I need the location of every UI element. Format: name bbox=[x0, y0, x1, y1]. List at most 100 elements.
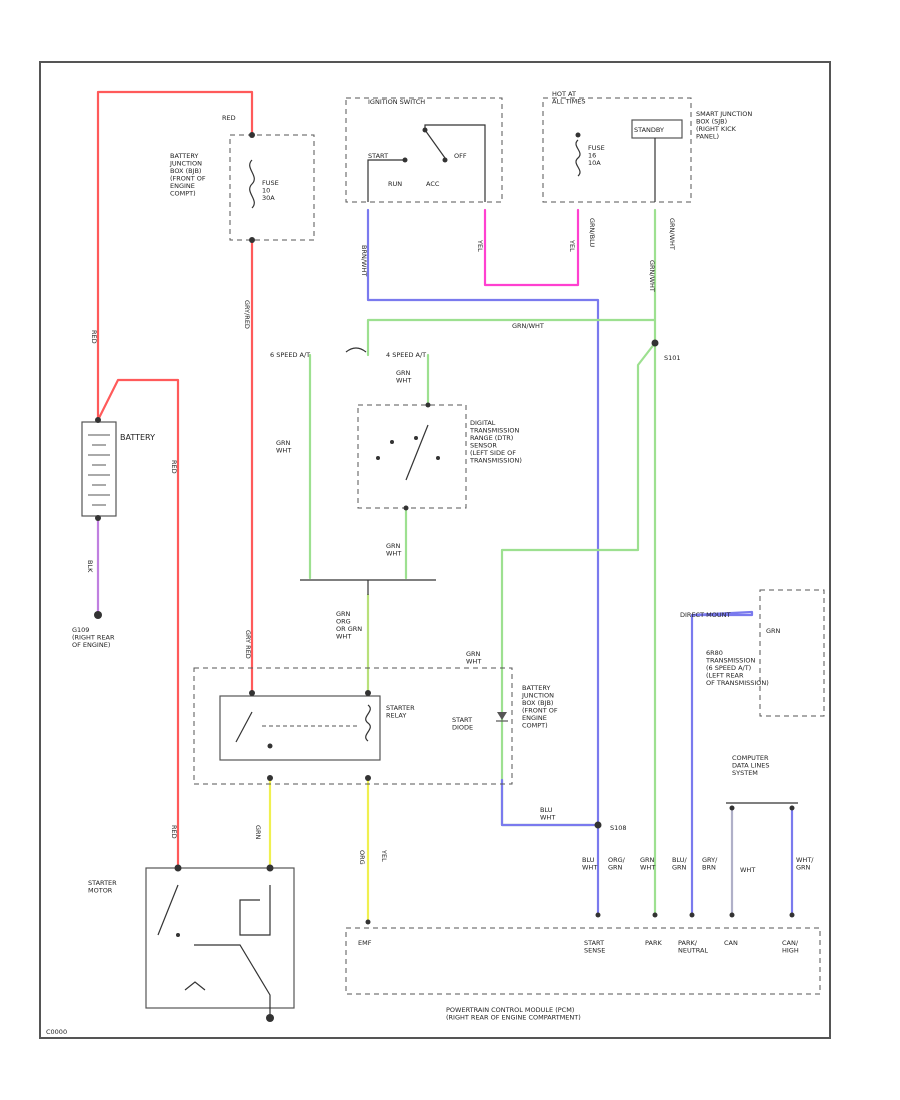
text-line: EMF bbox=[358, 939, 372, 947]
text-line: ALL TIMES bbox=[552, 97, 585, 105]
text-line: STARTER bbox=[386, 704, 415, 712]
text-line: COMPT) bbox=[522, 721, 548, 729]
text-line: SMART JUNCTION bbox=[696, 110, 752, 118]
bjb-top-box bbox=[229, 134, 315, 241]
sjb-wire-2-label: GRN/BLU bbox=[588, 218, 596, 247]
relay-switch-arm bbox=[235, 711, 253, 743]
battery-negative-dot bbox=[95, 515, 101, 521]
can-low-dot bbox=[729, 805, 735, 811]
pcm-pin-7-label: WHT/GRN bbox=[796, 856, 814, 871]
text-line: BATTERY bbox=[522, 684, 550, 692]
pcm-label: POWERTRAIN CONTROL MODULE (PCM)(RIGHT RE… bbox=[446, 1006, 581, 1021]
text-line: TRANSMISSION bbox=[469, 426, 519, 434]
text-line: (FRONT OF bbox=[522, 706, 558, 714]
bjb-fuse-wire-label: GRY/RED bbox=[243, 300, 251, 329]
text-line: WHT bbox=[540, 813, 555, 821]
text-line: HOT AT bbox=[552, 90, 576, 98]
text-line: CAN bbox=[724, 939, 738, 947]
text-line: SENSE bbox=[584, 946, 605, 954]
starter-relay-box bbox=[219, 695, 381, 761]
ign-off-label: OFF bbox=[454, 152, 467, 160]
relay-ctrl-dot bbox=[365, 690, 371, 696]
text-line: 6R80 bbox=[706, 649, 723, 657]
text-line: BOX (SJB) bbox=[696, 117, 727, 125]
s101-splice: S101 GRN/WHT bbox=[512, 322, 681, 362]
dtr-arm bbox=[405, 424, 429, 481]
pcm-term-1-label: EMF bbox=[358, 939, 372, 947]
dtr-contact-2 bbox=[390, 440, 394, 444]
wires bbox=[96, 90, 794, 924]
text-line: OR GRN bbox=[336, 625, 362, 633]
text-line: GRN bbox=[466, 650, 481, 658]
pcm-wire-1-label: YEL bbox=[380, 849, 388, 862]
text-line: TRANSMISSION bbox=[705, 656, 755, 664]
starter-switch-contact bbox=[176, 933, 180, 937]
s101-dot bbox=[651, 339, 659, 347]
text-line: (LEFT SIDE OF bbox=[470, 449, 516, 457]
text-line: DIODE bbox=[452, 723, 473, 731]
text-line: (RIGHT REAR bbox=[72, 633, 115, 641]
battery-label: BATTERY bbox=[120, 433, 155, 442]
text-line: (6 SPEED A/T) bbox=[706, 664, 751, 672]
pcm-pin-park-dot bbox=[652, 912, 658, 918]
wire-red-battery-to-starter bbox=[96, 378, 180, 870]
battery-wire-down-label: RED bbox=[170, 460, 178, 474]
pcm-pin-5-label: GRY/BRN bbox=[702, 856, 718, 871]
text-line: MOTOR bbox=[88, 886, 113, 894]
text-line: WHT bbox=[640, 863, 655, 871]
text-line: START bbox=[584, 939, 604, 947]
sjb-fuse-symbol bbox=[575, 139, 581, 177]
text-line: NEUTRAL bbox=[678, 946, 708, 954]
text-line: DIGITAL bbox=[470, 419, 496, 427]
ignition-switch-box bbox=[345, 97, 503, 203]
ground-g109-dot bbox=[94, 611, 102, 619]
bjb-fuse-symbol bbox=[249, 159, 255, 209]
ign-acc-label: ACC bbox=[426, 180, 440, 188]
ign-wire-2-label: YEL bbox=[476, 239, 484, 252]
start-diode-symbol bbox=[497, 712, 507, 720]
starter-wire-label: RED bbox=[170, 825, 178, 839]
text-line: BRN bbox=[702, 863, 716, 871]
sjb-box bbox=[542, 97, 692, 203]
sjb-standby-label: STANDBY bbox=[634, 126, 664, 134]
text-line: BLU/ bbox=[672, 856, 688, 864]
dtr-contact-3 bbox=[414, 436, 418, 440]
pcm-pin-emf-dot bbox=[365, 919, 371, 925]
ignition-switch-label: IGNITION SWITCH bbox=[368, 98, 425, 106]
text-line: GRN bbox=[276, 439, 291, 447]
trans-conn-top-label: DIRECT MOUNT bbox=[680, 611, 730, 619]
text-line: GRN bbox=[396, 369, 411, 377]
dtr-top-dot bbox=[425, 402, 431, 408]
text-line: SENSOR bbox=[470, 441, 497, 449]
wire-blue-trans-to-pcm bbox=[690, 610, 754, 917]
starter-s-terminal bbox=[266, 864, 274, 872]
text-line: ORG bbox=[336, 617, 351, 625]
text-line: OF TRANSMISSION) bbox=[706, 679, 769, 687]
sjb-standby-module bbox=[631, 119, 683, 139]
text-line: 16 bbox=[588, 151, 596, 159]
relay-coil-out-dot bbox=[365, 775, 371, 781]
text-line: WHT bbox=[582, 863, 597, 871]
bjb-fuse-top-dot bbox=[249, 132, 255, 138]
ign-left-lead bbox=[367, 159, 405, 202]
text-line: (LEFT REAR bbox=[706, 671, 744, 679]
motor-in-wire-label: GRN bbox=[254, 825, 262, 840]
text-line: 10A bbox=[588, 159, 601, 167]
text-line: BATTERY bbox=[170, 152, 198, 160]
splice-top-label: GRN/WHT bbox=[512, 322, 544, 330]
pcm-term-4-label: PARK/NEUTRAL bbox=[678, 939, 708, 954]
starter-motor-lead bbox=[194, 944, 271, 1018]
sjb-wire-4-label: GRN/WHT bbox=[668, 218, 676, 250]
dtr-sensor-box bbox=[357, 404, 467, 509]
bjb-lower-box bbox=[193, 667, 513, 785]
